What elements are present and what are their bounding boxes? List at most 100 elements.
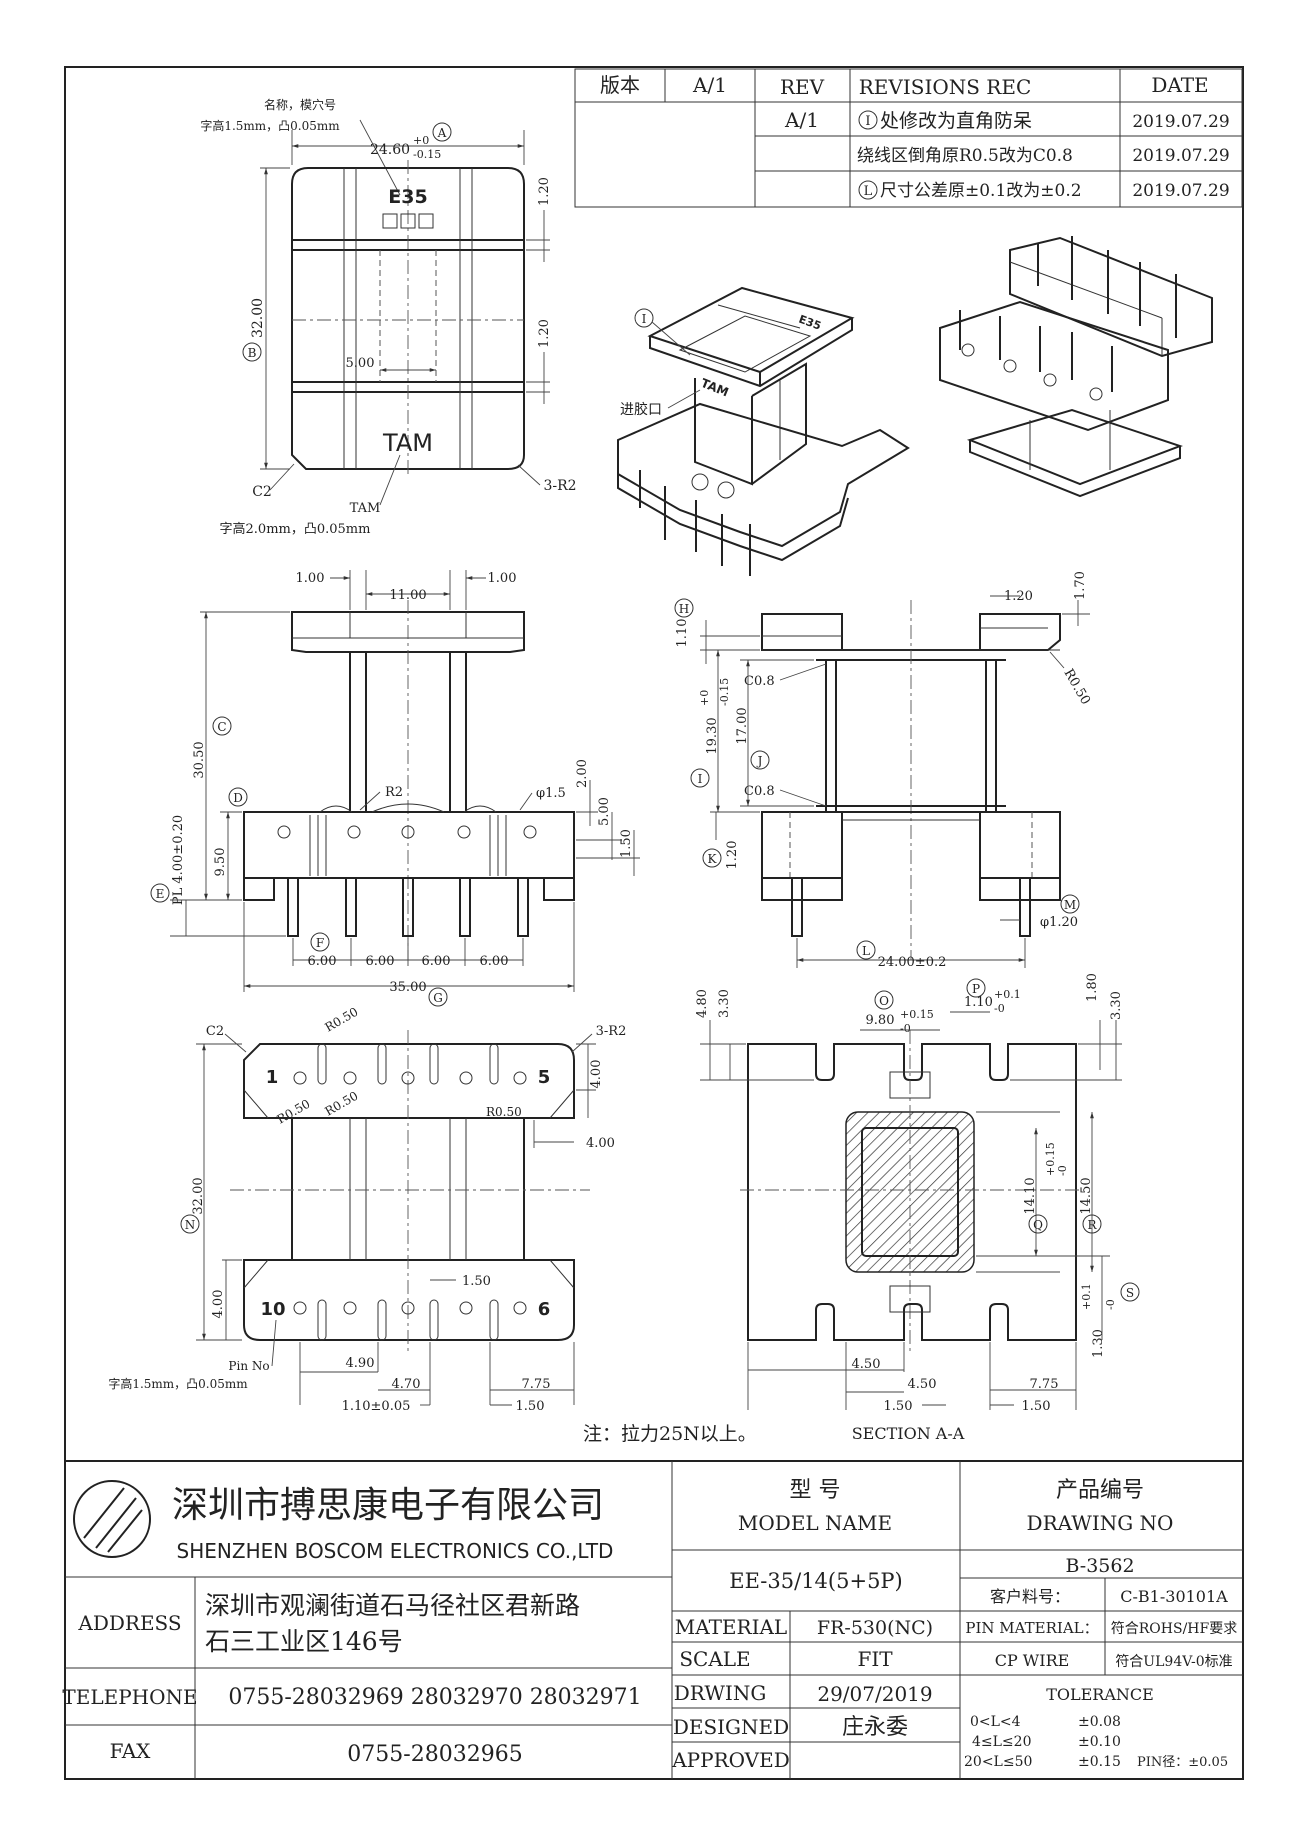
sheet-border	[64, 66, 1244, 1780]
logo-note-2: 字高2.0mm，凸0.05mm	[220, 521, 371, 537]
dim-sec-b-7-75: 7.75	[1030, 1377, 1059, 1392]
rev-marker-3: L	[864, 184, 873, 199]
dim-pitch-1: 6.00	[308, 954, 337, 969]
dim-side-window-tol-plus: +0	[698, 690, 711, 706]
date-header: DATE	[1151, 73, 1208, 97]
version-label: 版本	[600, 73, 640, 97]
bottom-radius-2: R0.50	[275, 1097, 313, 1127]
pin-material-value: 符合ROHS/HF要求	[1111, 1621, 1237, 1637]
material-value: FR-530(NC)	[817, 1617, 933, 1639]
dim-sec-left-b: 3.30	[717, 989, 732, 1018]
model-label-cn: 型 号	[790, 1478, 841, 1503]
marker-c: C	[217, 720, 226, 734]
dim-slot-top: 1.20	[537, 177, 552, 206]
marker-s: S	[1126, 1286, 1134, 1300]
rec-header: REVISIONS REC	[859, 75, 1032, 99]
marker-d: D	[233, 791, 243, 805]
marking-text: E35	[388, 186, 427, 208]
marker-r: R	[1087, 1218, 1097, 1232]
dim-flange-gap-left: 1.00	[296, 571, 325, 586]
iso-view-bobbin: E35 TAM I 进胶口	[617, 286, 910, 576]
marker-k: K	[708, 852, 718, 866]
revision-table: 版本 A/1 REV REVISIONS REC DATE A/1 I 处修改为…	[574, 68, 1243, 208]
dim-bottom-7-75: 7.75	[522, 1377, 551, 1392]
tol-range-2: 4≤L≤20	[972, 1734, 1031, 1750]
bottom-view: 1 5 10 6 C2 3-R2 R0.50 R0.50 R0.50 R0.50…	[108, 1005, 626, 1414]
rec-row-2: 绕线区倒角原R0.5改为C0.8	[857, 146, 1073, 166]
marker-a: A	[437, 126, 447, 140]
top-view: 名称，模穴号 字高1.5mm，凸0.05mm 24.60 +0 -0.15 A …	[200, 97, 576, 537]
cp-wire-value: 符合UL94V-0标准	[1115, 1654, 1232, 1670]
drawing-label-en: DRAWING NO	[1027, 1511, 1174, 1535]
dim-front-1-5: 1.50	[619, 829, 634, 858]
bottom-corner-left: C2	[206, 1024, 224, 1039]
dim-sec-b-4-50: 4.50	[852, 1357, 881, 1372]
designed-label: DESIGNED	[673, 1715, 789, 1739]
dim-bottom-top-edge: 4.00	[589, 1060, 604, 1089]
dim-sec-outer-w: 14.50	[1079, 1177, 1094, 1214]
dim-side-pin-dia: φ1.20	[1040, 915, 1078, 930]
dim-side-window-tol-minus: -0.15	[718, 678, 731, 706]
cp-wire-label: CP WIRE	[995, 1651, 1070, 1670]
dim-sec-rib: 1.10	[964, 995, 993, 1010]
dim-pitch-3: 6.00	[422, 954, 451, 969]
marker-i-side: I	[698, 772, 703, 786]
dim-sec-inner-w: 14.10	[1023, 1177, 1038, 1214]
approved-label: APPROVED	[671, 1748, 790, 1772]
logo-text: TAM	[382, 429, 433, 457]
dim-base-height: 9.50	[213, 848, 228, 877]
dim-bottom-4-90: 4.90	[346, 1356, 375, 1371]
section-view: 4.80 3.30 9.80 +0.15 -0 O 1.10 +0.1 -0 P…	[695, 973, 1140, 1414]
tol-value-1: ±0.08	[1078, 1714, 1121, 1730]
logo-note-1: TAM	[350, 501, 381, 516]
dim-top-height: 32.00	[250, 298, 266, 338]
marker-m: M	[1064, 898, 1076, 912]
scale-label: SCALE	[679, 1647, 750, 1671]
iso-logo-tam: TAM	[699, 376, 731, 400]
pin-note-1: Pin No	[228, 1359, 269, 1373]
dim-pitch-4: 6.00	[480, 954, 509, 969]
dim-front-2: 2.00	[575, 759, 590, 788]
dim-top-width-tol-minus: -0.15	[413, 148, 441, 161]
dim-sec-slot: 9.80	[866, 1013, 895, 1028]
version-value: A/1	[692, 73, 727, 97]
customer-label: 客户料号：	[990, 1587, 1070, 1606]
dim-side-pin-pitch: 24.00±0.2	[878, 955, 947, 970]
address-line-1: 深圳市观澜街道石马径社区君新路	[205, 1591, 580, 1620]
dim-sec-b-4-50b: 4.50	[908, 1377, 937, 1392]
company-logo	[73, 1480, 151, 1558]
dim-bottom-1-50b: 1.50	[516, 1399, 545, 1414]
company-name-en: SHENZHEN BOSCOM ELECTRONICS CO.,LTD	[177, 1539, 614, 1563]
tol-range-1: 0<L<4	[970, 1714, 1021, 1730]
title-block: 深圳市搏思康电子有限公司 SHENZHEN BOSCOM ELECTRONICS…	[62, 1460, 1243, 1779]
dim-bottom-4-70: 4.70	[392, 1377, 421, 1392]
dim-front-radius: R2	[385, 785, 403, 800]
dim-sec-b-1-50b: 1.50	[1022, 1399, 1051, 1414]
dim-center-gap: 5.00	[346, 356, 375, 371]
dim-bottom-right-edge: 4.00	[586, 1136, 615, 1151]
rev-row-1: A/1	[784, 108, 819, 132]
tolerance-label: TOLERANCE	[1046, 1685, 1154, 1704]
date-row-2: 2019.07.29	[1132, 146, 1229, 166]
dim-side-flange-top: 1.20	[1004, 589, 1033, 604]
fax-label: FAX	[110, 1739, 152, 1763]
dim-bottom-height: 32.00	[191, 1177, 206, 1214]
marker-j: J	[756, 754, 763, 768]
dim-sec-slot-tol-minus: -0	[900, 1022, 911, 1035]
corner-right: 3-R2	[543, 478, 576, 494]
marker-p: P	[972, 982, 980, 996]
iso-marker-i: I	[642, 312, 647, 326]
telephone-label: TELEPHONE	[62, 1685, 197, 1709]
date-row-1: 2019.07.29	[1132, 112, 1229, 132]
tol-value-2: ±0.10	[1078, 1734, 1121, 1750]
dim-sec-wall: 1.30	[1091, 1329, 1106, 1358]
marker-o: O	[879, 994, 889, 1008]
pin-material-label: PIN MATERIAL：	[965, 1619, 1098, 1637]
drawing-label-cn: 产品编号	[1056, 1478, 1144, 1503]
dim-side-inner: 17.00	[735, 707, 750, 744]
tol-value-3: ±0.15	[1078, 1754, 1121, 1770]
iso-view-pins	[939, 236, 1213, 498]
dim-bottom-1-10: 1.10±0.05	[342, 1399, 411, 1414]
dim-sec-inner-w-tol-plus: +0.15	[1044, 1142, 1057, 1176]
marker-l: L	[862, 944, 870, 958]
